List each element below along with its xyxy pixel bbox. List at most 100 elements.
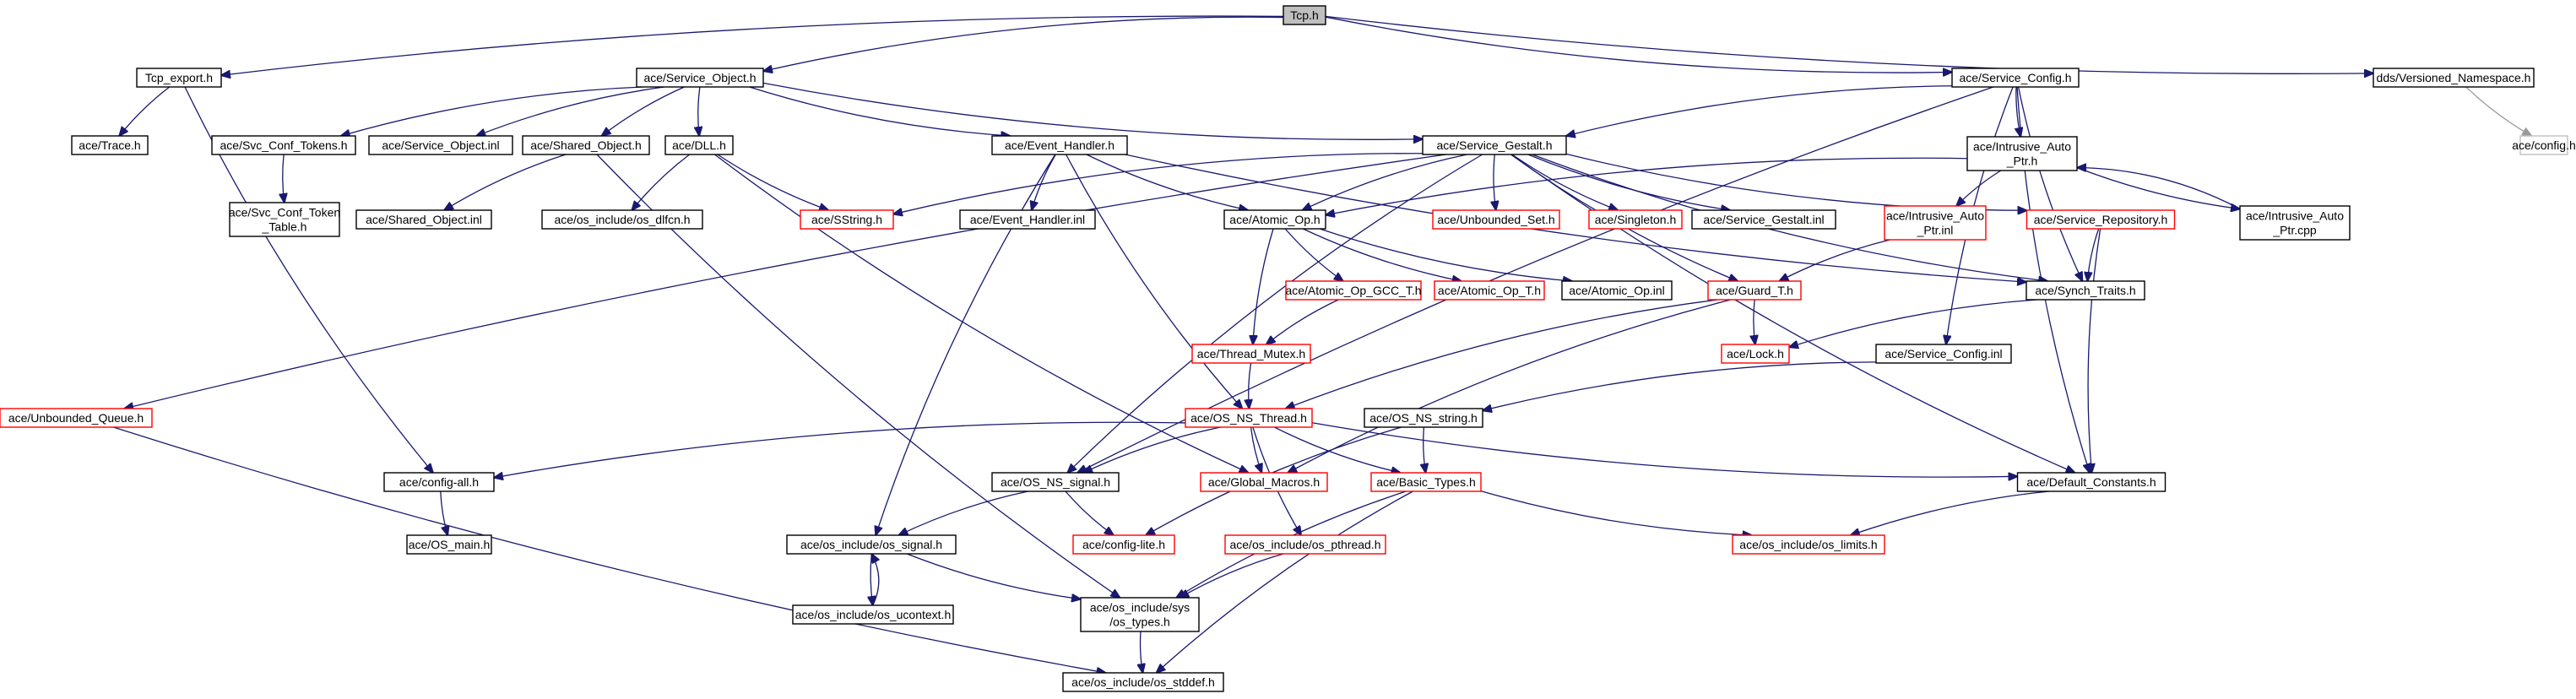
node-tcp-export-h[interactable]: Tcp_export.h: [136, 68, 222, 88]
node-shared-object-h[interactable]: ace/Shared_Object.h: [522, 135, 650, 155]
node-service-object-inl[interactable]: ace/Service_Object.inl: [368, 135, 513, 155]
node-box: [1370, 472, 1482, 492]
edge-intrusive_auto_ptr_inl-to-guard_t_h: [1779, 239, 1890, 281]
node-event-handler-h[interactable]: ace/Event_Handler.h: [991, 135, 1128, 155]
node-box: [959, 209, 1096, 230]
node-os-dlfcn-h[interactable]: ace/os_include/os_dlfcn.h: [541, 209, 703, 230]
node-service-gestalt-inl[interactable]: ace/Service_Gestalt.inl: [1691, 209, 1836, 230]
node-config-lite-h[interactable]: ace/config-lite.h: [1072, 534, 1175, 555]
node-intrusive-auto-ptr-h[interactable]: ace/Intrusive_Auto_Ptr.h: [1966, 136, 2078, 171]
edge-service_object_h-to-dll_h: [698, 86, 700, 136]
node-default-constants-h[interactable]: ace/Default_Constants.h: [2016, 472, 2167, 492]
node-box: [229, 202, 340, 237]
node-service-config-inl[interactable]: ace/Service_Config.inl: [1875, 344, 2012, 364]
node-unbounded-set-h[interactable]: ace/Unbounded_Set.h: [1432, 209, 1560, 230]
node-os-stddef-h[interactable]: ace/os_include/os_stddef.h: [1062, 672, 1224, 692]
edge-basic_types_h-to-os_limits_h: [1480, 490, 1752, 535]
node-thread-mutex-h[interactable]: ace/Thread_Mutex.h: [1191, 344, 1311, 364]
node-os-pthread-h[interactable]: ace/os_include/os_pthread.h: [1224, 534, 1386, 555]
node-atomic-op-inl[interactable]: ace/Atomic_Op.inl: [1561, 280, 1673, 301]
edge-intrusive_auto_ptr_h-to-intrusive_auto_ptr_inl: [1956, 170, 2002, 206]
node-synch-traits-h[interactable]: ace/Synch_Traits.h: [2026, 280, 2145, 301]
edge-os_ns_thread_h-to-global_macros_h: [1250, 426, 1262, 473]
node-box: [1732, 534, 1885, 555]
node-global-macros-h[interactable]: ace/Global_Macros.h: [1200, 472, 1328, 492]
node-box: [1434, 280, 1545, 301]
node-box: [1422, 135, 1567, 155]
node-sstring-h[interactable]: ace/SString.h: [800, 209, 894, 230]
edge-service_config_h-to-synch_traits_h: [2017, 86, 2083, 281]
edge-config_all_h-to-os_main_h: [440, 490, 447, 535]
node-label: ace/os_include/os_ucontext.h: [795, 608, 951, 621]
node-guard-t-h[interactable]: ace/Guard_T.h: [1707, 280, 1802, 301]
node-label: _Ptr.inl: [1917, 224, 1954, 237]
node-lock-h[interactable]: ace/Lock.h: [1721, 344, 1790, 364]
edge-shared_object_h-to-shared_object_inl: [444, 154, 567, 210]
edge-service_object_h-to-svc_conf_tokens_h: [341, 86, 643, 136]
node-label: ace/OS_NS_Thread.h: [1190, 411, 1307, 425]
node-svc-conf-token-table-h[interactable]: ace/Svc_Conf_Token_Table.h: [229, 202, 340, 237]
edge-os_signal_h-to-os_ucontext_h: [870, 553, 873, 605]
node-event-handler-inl[interactable]: ace/Event_Handler.inl: [959, 209, 1096, 230]
node-service-object-h[interactable]: ace/Service_Object.h: [636, 68, 764, 88]
node-versioned-namespace-h[interactable]: dds/Versioned_Namespace.h: [2373, 68, 2535, 88]
node-box: [664, 135, 734, 155]
node-tcp-h[interactable]: Tcp.h: [1283, 5, 1326, 25]
node-box: [368, 135, 513, 155]
edge-service_object_h-to-service_object_inl: [476, 86, 664, 136]
edge-unbounded_queue_h-to-os_stddef_h: [113, 426, 1105, 673]
node-os-signal-h[interactable]: ace/os_include/os_signal.h: [786, 534, 957, 555]
node-intrusive-auto-ptr-inl[interactable]: ace/Intrusive_Auto_Ptr.inl: [1884, 205, 1987, 241]
node-unbounded-queue-h[interactable]: ace/Unbounded_Queue.h: [0, 408, 153, 428]
node-os-ns-thread-h[interactable]: ace/OS_NS_Thread.h: [1185, 408, 1313, 428]
node-box: [786, 534, 957, 555]
edge-service_gestalt_h-to-unbounded_queue_h: [124, 154, 1446, 409]
edge-dll_h-to-global_macros_h: [714, 154, 1248, 473]
edge-thread_mutex_h-to-os_ns_thread_h: [1249, 362, 1251, 409]
node-os-types-h[interactable]: ace/os_include/sys/os_types.h: [1080, 597, 1200, 632]
node-os-ns-string-h[interactable]: ace/OS_NS_string.h: [1364, 408, 1483, 428]
node-service-repository-h[interactable]: ace/Service_Repository.h: [2026, 209, 2176, 230]
node-basic-types-h[interactable]: ace/Basic_Types.h: [1370, 472, 1482, 492]
edge-service_gestalt_h-to-default_constants_h: [1510, 154, 2074, 473]
edge-dll_h-to-sstring_h: [717, 154, 828, 210]
node-label: ace/Unbounded_Set.h: [1437, 213, 1554, 226]
node-atomic-op-h[interactable]: ace/Atomic_Op.h: [1223, 209, 1326, 230]
node-label: ace/Trace.h: [79, 138, 140, 152]
node-label: ace/config-lite.h: [1082, 538, 1165, 551]
node-os-limits-h[interactable]: ace/os_include/os_limits.h: [1732, 534, 1885, 555]
node-label: _Ptr.cpp: [2272, 224, 2317, 237]
node-service-gestalt-h[interactable]: ace/Service_Gestalt.h: [1422, 135, 1567, 155]
node-box: [383, 472, 495, 492]
node-os-ucontext-h[interactable]: ace/os_include/os_ucontext.h: [792, 604, 954, 625]
node-atomic-op-t-h[interactable]: ace/Atomic_Op_T.h: [1434, 280, 1545, 301]
node-service-config-h[interactable]: ace/Service_Config.h: [1951, 68, 2080, 88]
node-shared-object-inl[interactable]: ace/Shared_Object.inl: [355, 209, 492, 230]
node-box: [1432, 209, 1560, 230]
edge-tcp_h-to-service_config_h: [1325, 16, 1952, 73]
node-label: ace/Event_Handler.inl: [970, 213, 1085, 226]
node-dll-h[interactable]: ace/DLL.h: [664, 135, 734, 155]
node-label: ace/Intrusive_Auto: [1973, 140, 2071, 154]
node-intrusive-auto-ptr-cpp[interactable]: ace/Intrusive_Auto_Ptr.cpp: [2239, 205, 2351, 241]
node-svc-conf-tokens-h[interactable]: ace/Svc_Conf_Tokens.h: [211, 135, 356, 155]
node-box: [2373, 68, 2535, 88]
node-label: ace/OS_NS_string.h: [1369, 411, 1478, 425]
node-config-all-h[interactable]: ace/config-all.h: [383, 472, 495, 492]
node-label: /os_types.h: [1109, 615, 1170, 629]
node-atomic-op-gcc-t-h[interactable]: ace/Atomic_Op_GCC_T.h: [1285, 280, 1422, 301]
edge-service_repository_h-to-default_constants_h: [2088, 228, 2101, 473]
edge-os_ucontext_h-to-os_signal_h: [871, 554, 879, 606]
node-label: dds/Versioned_Namespace.h: [2377, 71, 2531, 84]
node-singleton-h[interactable]: ace/Singleton.h: [1588, 209, 1683, 230]
node-trace-h[interactable]: ace/Trace.h: [71, 135, 149, 155]
node-box: [2239, 205, 2351, 241]
node-os-ns-signal-h[interactable]: ace/OS_NS_signal.h: [991, 472, 1120, 492]
node-box: [355, 209, 492, 230]
node-label: ace/os_include/os_limits.h: [1739, 538, 1877, 551]
node-os-main-h[interactable]: ace/OS_main.h: [406, 534, 492, 555]
node-config-h[interactable]: ace/config.h: [2512, 135, 2576, 155]
node-box: [1707, 280, 1802, 301]
edge-atomic_op_gcc_t_h-to-thread_mutex_h: [1266, 299, 1339, 344]
